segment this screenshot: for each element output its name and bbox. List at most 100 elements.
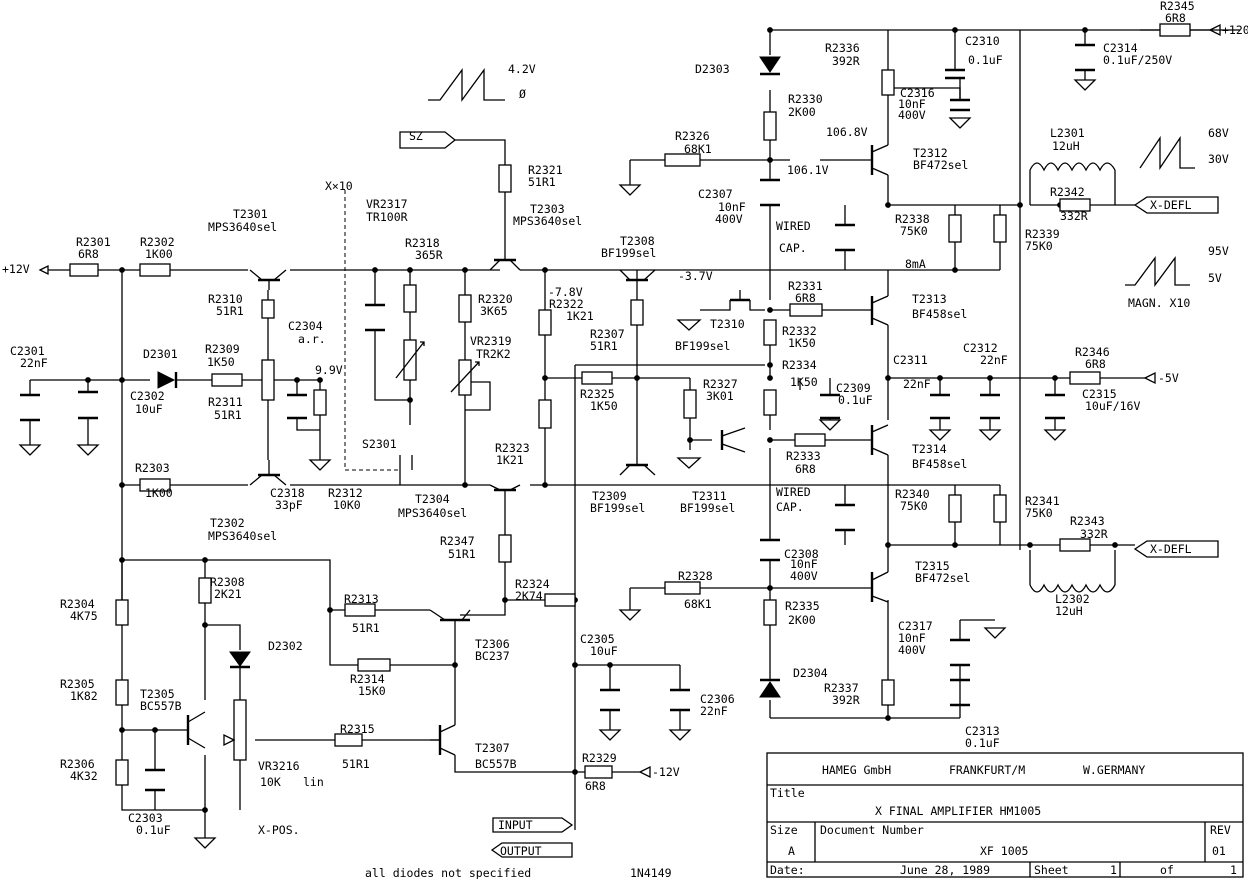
ref-label: C2318 [270,486,305,500]
net-label: CAP. [779,241,807,255]
value-label: TR2K2 [476,347,511,361]
resistor-r2314 [357,658,391,672]
net-label: -7.8V [548,285,583,299]
transistor-t2315 [860,545,889,603]
ref-label: T2301 [233,207,268,221]
resistor-r2305 [115,679,129,706]
ref-label: T2315 [915,559,950,573]
capacitor-wired-cap-lower [835,503,855,532]
transistor-t2313 [860,270,889,326]
value-label: 22nF [903,377,931,391]
resistor-r2337 [881,679,895,706]
transistor-t2301 [249,269,287,290]
value-label: BF199sel [590,501,645,515]
ref-label: VR2319 [470,334,512,348]
resistor-r2309 [211,373,243,387]
ref-label: R2318 [405,236,440,250]
resistor-r2332 [763,319,777,346]
net-label: 5V [1208,271,1222,285]
value-label: 10nF [898,631,926,645]
resistor-r2345 [1159,23,1191,37]
net-label: 8mA [905,257,926,271]
ref-label: T2310 [710,317,745,331]
value-label: BF472sel [913,158,968,172]
grounds [18,79,1097,849]
wires [29,29,1240,838]
ref-label: R2339 [1025,227,1060,241]
capacitors [20,43,1095,792]
ref-label: T2309 [592,489,627,503]
value-label: 51R1 [352,621,380,635]
size-value: A [788,844,795,858]
connectors [38,23,1221,858]
resistor-r2328 [664,581,701,595]
ref-label: R2321 [528,163,563,177]
resistor-r2324 [544,593,576,607]
ref-label: VR2317 [366,197,408,211]
value-label: 51R1 [590,339,618,353]
resistor-r2340 [948,494,962,523]
title-block: HAMEG GmbH FRANKFURT/M W.GERMANY Title X… [766,752,1244,878]
transistor-t2310 [730,290,750,302]
ref-label: R2334 [782,358,817,372]
ref-label: R2330 [788,92,823,106]
ref-label: C2313 [965,724,1000,738]
sz-input-connector [399,131,457,149]
ref-label: R2337 [824,681,859,695]
value-label: 10nF [898,97,926,111]
net-label: Ø [519,87,526,101]
ref-label: L2302 [1055,592,1090,606]
ref-label: R2332 [782,324,817,338]
ref-label: D2304 [793,666,828,680]
transistor-t2307 [430,724,456,756]
value-label: 2K74 [515,589,543,603]
resistor-r2343 [1059,538,1091,552]
sheet-label: Sheet [1034,863,1069,877]
resistor-r2303 [139,478,171,492]
diode-d2303 [759,56,781,73]
value-label: 3K65 [480,304,508,318]
ref-label: C2310 [965,34,1000,48]
value-label: 10uF/16V [1085,399,1140,413]
inductors [1029,162,1116,593]
ref-label: R2302 [140,235,175,249]
capacitor-c2307 [760,178,780,207]
resistor-r2339 [993,214,1007,243]
ref-label: R2324 [515,577,550,591]
ref-label: C2302 [130,389,165,403]
value-label: 1K82 [70,689,98,703]
resistor-r2338 [948,214,962,243]
capacitor-c2303 [145,768,165,792]
value-label: TR100R [366,210,408,224]
company-country: W.GERMANY [1083,763,1145,777]
input-legend-box [492,817,574,833]
value-label: 0.1uF [965,736,1000,750]
ref-label: R2340 [895,487,930,501]
resistor-r2347 [498,534,512,563]
value-label: 10uF [590,644,618,658]
ref-label: L2301 [1050,126,1085,140]
ref-label: C2301 [10,344,45,358]
inductor-l2301 [1029,162,1116,172]
net-label: SZ [409,129,423,143]
value-label: 400V [898,108,926,122]
value-label: 1K00 [145,486,173,500]
ref-label: R2310 [208,292,243,306]
value-label: 6R8 [1085,357,1106,371]
title-label: Title [770,786,805,800]
value-label: BC557B [475,757,517,771]
resistor-r2311 [261,359,275,401]
value-label: 12uH [1052,139,1080,153]
transistor-t2302 [249,460,287,486]
value-label: 75K0 [900,224,928,238]
value-label: 68K1 [684,142,712,156]
value-label: lin [303,775,324,789]
inductor-l2302 [1029,583,1116,593]
ref-label: R2308 [210,575,245,589]
capacitor-wired-cap-upper [835,223,855,252]
value-label: 2K00 [788,613,816,627]
ref-label: R2333 [786,449,821,463]
ref-label: R2346 [1075,345,1110,359]
net-label: 4.2V [508,62,536,76]
transistor-t2312 [860,144,889,176]
